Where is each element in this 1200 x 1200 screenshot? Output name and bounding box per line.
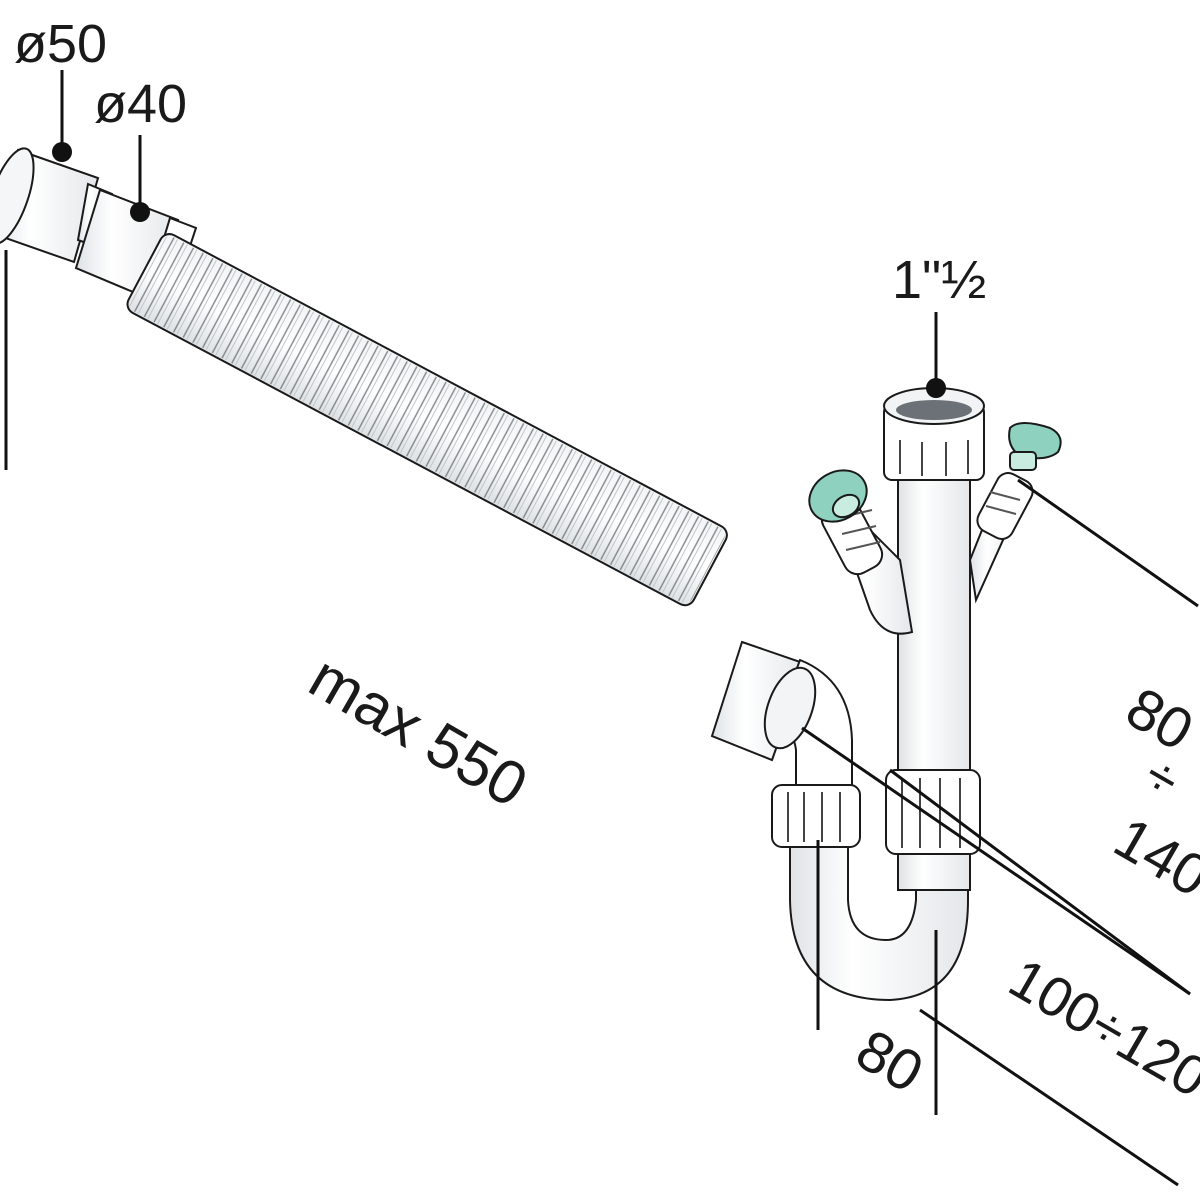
side-branch-right — [968, 472, 1034, 604]
label-hose-length: max 550 — [298, 642, 538, 821]
left-union-nut — [771, 784, 861, 848]
connector-cap-right — [1008, 422, 1062, 471]
label-inner-diameter: ø40 — [94, 74, 187, 134]
corrugated-hose — [126, 233, 728, 607]
label-height-to: 140 — [1104, 805, 1200, 910]
top-threaded-socket — [883, 387, 985, 481]
hose-elbow — [710, 640, 853, 791]
label-height-sep: ÷ — [1134, 744, 1190, 811]
label-height-from: 80 — [1116, 675, 1200, 764]
label-trap-width: 80 — [846, 1017, 934, 1106]
connector-cap-left — [808, 469, 868, 523]
label-outer-diameter: ø50 — [14, 14, 107, 74]
label-thread-size: 1"½ — [892, 250, 986, 310]
dimension-leaders — [4, 70, 1199, 1187]
